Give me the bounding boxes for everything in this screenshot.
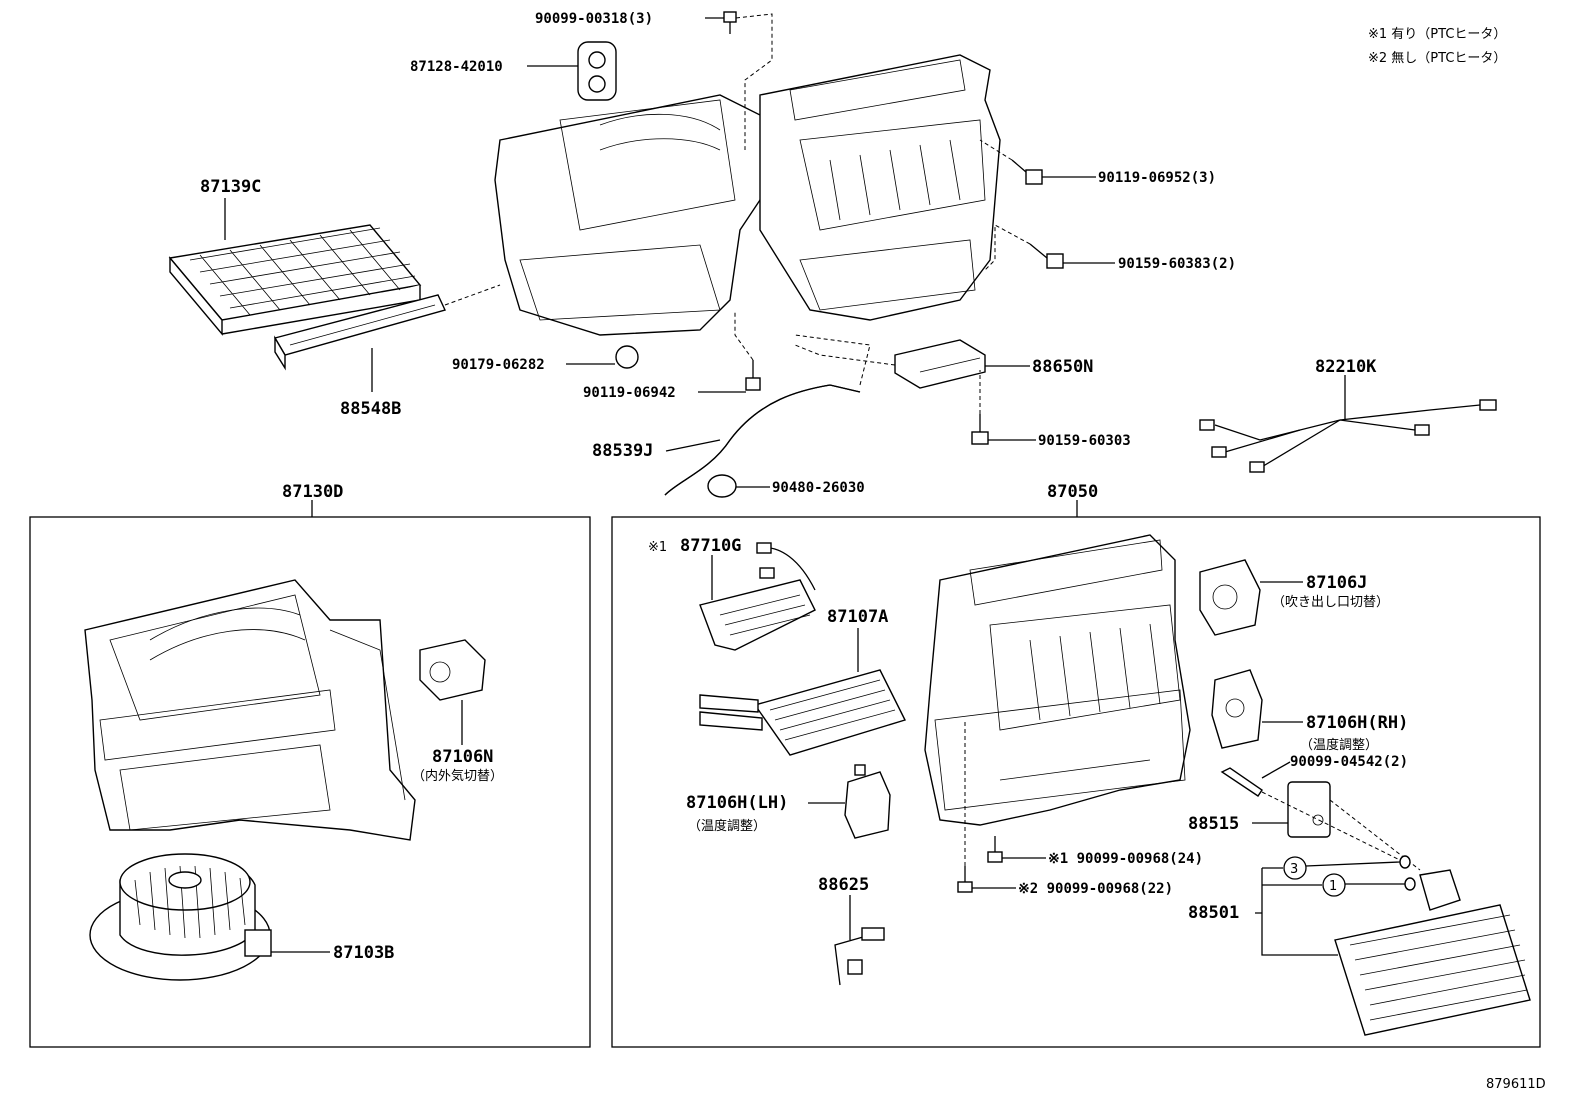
label-88539J: 88539J [592, 441, 653, 461]
sensor-88625-drawing [834, 927, 885, 986]
servo-87106H-LH-drawing [844, 764, 891, 839]
label-87710G-mark: ※1 [648, 540, 667, 555]
grommet-drawing [577, 41, 617, 101]
label-90099-00318: 90099-00318(3) [535, 11, 653, 27]
screw-90099-00968-2-drawing [957, 866, 973, 893]
grommet-90480-26030-drawing [707, 474, 737, 498]
expansion-valve-88515-drawing [1287, 781, 1331, 838]
servo-87106J-drawing [1199, 559, 1261, 636]
label-87106H-LH-desc: （温度調整） [688, 818, 766, 834]
heater-case-drawing [924, 534, 1191, 826]
o-ring-3-number: 3 [1290, 862, 1298, 877]
label-87128-42010: 87128-42010 [410, 59, 503, 75]
servo-87106H-RH-drawing [1211, 669, 1263, 749]
screw-90099-00318-drawing [723, 11, 737, 34]
label-87106J-desc: （吹き出し口切替） [1272, 595, 1389, 610]
wire-harness-82210K-drawing [1199, 399, 1497, 473]
label-88501: 88501 [1188, 903, 1239, 923]
blower-unit-box [29, 516, 591, 1048]
label-82210K: 82210K [1315, 357, 1377, 377]
label-88515: 88515 [1188, 814, 1239, 834]
label-87139C: 87139C [200, 177, 261, 197]
label-88650N: 88650N [1032, 357, 1093, 377]
label-87107A: 87107A [827, 607, 888, 627]
label-90099-04542: 90099-04542(2) [1290, 754, 1408, 770]
servo-87106N-drawing [419, 639, 486, 701]
note-ptc-without: ※2 無し（PTCヒータ） [1368, 51, 1506, 66]
filter-case-drawing [273, 294, 446, 371]
figure-id: 879611D [1486, 1077, 1546, 1092]
amplifier-88650N-drawing [894, 339, 986, 389]
label-87106N: 87106N [432, 747, 493, 767]
label-90099-00968-1: ※1 90099-00968(24) [1048, 851, 1203, 867]
label-90159-60383: 90159-60383(2) [1118, 256, 1236, 272]
o-ring-3-marker [1283, 856, 1307, 880]
heater-unit-box [611, 516, 1541, 1048]
label-87106H-RH: 87106H(RH) [1306, 713, 1408, 733]
screw-90159-60303-drawing [971, 414, 989, 445]
nut-90179-06282-drawing [615, 345, 639, 369]
label-90179-06282: 90179-06282 [452, 357, 545, 373]
label-87050: 87050 [1047, 482, 1098, 502]
ptc-heater-87710G-drawing [699, 542, 816, 651]
label-90099-00968-2: ※2 90099-00968(22) [1018, 881, 1173, 897]
label-90119-06952: 90119-06952(3) [1098, 170, 1216, 186]
label-87106N-desc: （内外気切替） [412, 768, 503, 784]
label-90159-60303: 90159-60303 [1038, 433, 1131, 449]
heater-core-87107A-drawing [699, 669, 906, 756]
drain-hose-88539J-drawing [664, 384, 861, 496]
label-90119-06942: 90119-06942 [583, 385, 676, 401]
o-ring-1-marker [1322, 873, 1346, 897]
label-87710G: 87710G [680, 536, 741, 556]
label-90480-26030: 90480-26030 [772, 480, 865, 496]
label-87106H-LH: 87106H(LH) [686, 793, 788, 813]
label-87106J: 87106J [1306, 573, 1367, 593]
hvac-assembly-top-drawing [494, 54, 1001, 336]
blower-motor-87103B-drawing [89, 853, 272, 981]
label-87106H-RH-desc: （温度調整） [1300, 737, 1378, 753]
screw-90159-60383-drawing [1029, 243, 1064, 269]
bolt-90119-06952-drawing [1011, 159, 1043, 185]
o-ring-1-number: 1 [1329, 879, 1337, 894]
label-87130D: 87130D [282, 482, 343, 502]
evaporator-88501-drawing [1334, 869, 1531, 1036]
note-ptc-with: ※1 有り（PTCヒータ） [1368, 27, 1506, 42]
screw-90099-00968-1-drawing [987, 836, 1003, 863]
label-88548B: 88548B [340, 399, 401, 419]
bolt-90119-06942-drawing [745, 360, 761, 391]
bolt-90099-04542-drawing [1220, 767, 1263, 797]
label-88625: 88625 [818, 875, 869, 895]
blower-case-drawing [84, 579, 416, 841]
air-filter-drawing [168, 224, 422, 336]
label-87103B: 87103B [333, 943, 394, 963]
